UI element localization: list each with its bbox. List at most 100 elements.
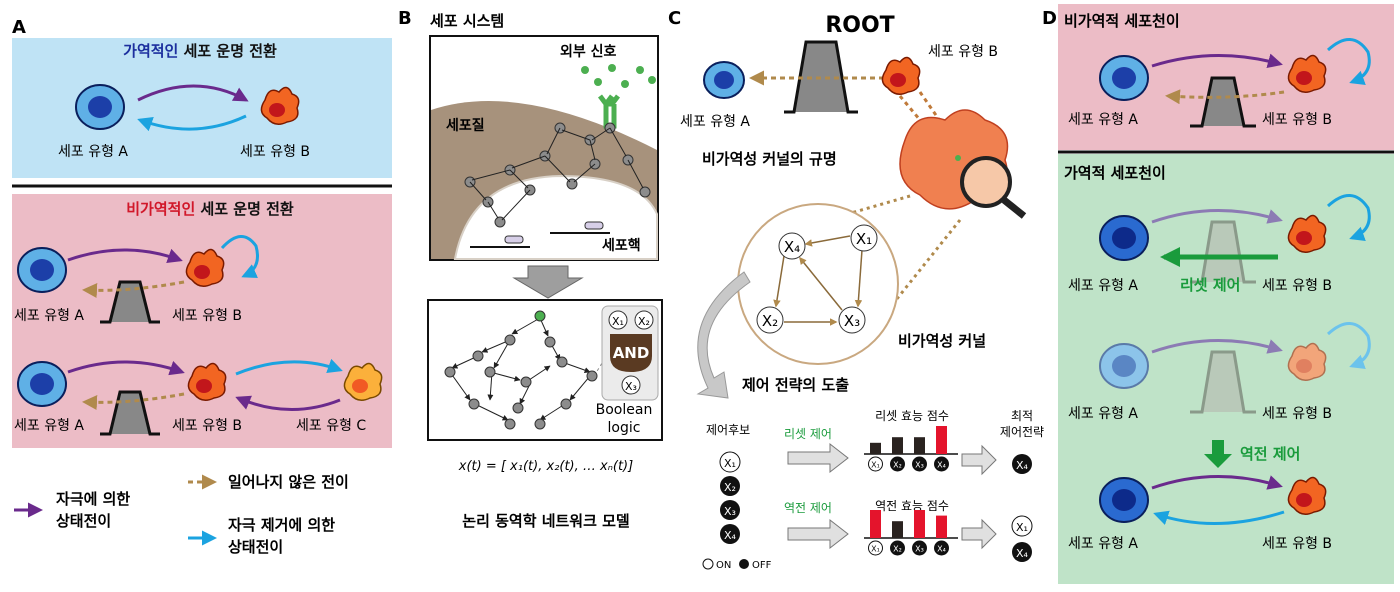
faded-cell-b-icon [1287, 342, 1327, 381]
kernel-node-x3: X₃ [838, 306, 866, 334]
cell-b-label: 세포 유형 B [1262, 536, 1332, 552]
reset-control-label: 리셋 제어 [1180, 276, 1240, 294]
legend-not-occurred-text: 일어나지 않은 전이 [228, 473, 349, 491]
tick-label: X₂ [893, 545, 902, 554]
score-bar [892, 437, 903, 454]
removal-arrow [235, 358, 343, 376]
kernel-identification-label: 비가역성 커널의 규명 [702, 150, 837, 168]
score-bar [936, 515, 947, 538]
stimulus-arrow [1151, 53, 1283, 69]
cell-c-icon [343, 362, 383, 401]
cell-b-icon [1287, 214, 1327, 253]
panel-a-reversible-title: 가역적인 세포 운명 전환 [123, 42, 277, 60]
optimal-strategy-label: 최적 [1011, 409, 1033, 423]
gate-input-x1: X₁ [608, 310, 628, 330]
curved-arrow [696, 271, 751, 399]
cell-b-icon [185, 248, 225, 287]
kernel-node-x1: X₁ [850, 224, 878, 252]
faded-stimulus-arrow [1151, 209, 1283, 224]
candidates-label: 제어후보 [706, 423, 750, 437]
cell-b-icon [187, 362, 227, 401]
and-gate [610, 334, 652, 372]
score-bar [870, 442, 881, 454]
kernel-label: 비가역성 커널 [898, 332, 986, 350]
score-bar [914, 510, 925, 538]
panel-b-letter: B [398, 8, 412, 29]
receptor-icon [598, 94, 620, 129]
faded-barrier-icon [1190, 350, 1256, 414]
loop-arrow [1326, 38, 1371, 85]
candidate-x3: X₃ [720, 500, 740, 520]
kernel-node-x2: X₂ [756, 306, 784, 334]
boolean-logic-label-2: logic [608, 420, 641, 436]
loop-arrow [220, 235, 259, 278]
faded-loop-arrow [1326, 322, 1371, 369]
tick-label: X₃ [915, 461, 924, 470]
model-title: 논리 동역학 네트워크 모델 [462, 512, 630, 530]
cell-b-icon [260, 86, 300, 125]
external-signal-label: 외부 신호 [560, 43, 617, 60]
svg-text:X₁: X₁ [1016, 521, 1028, 534]
svg-text:X₂: X₂ [762, 312, 778, 330]
cell-b-label: 세포 유형 B [1262, 406, 1332, 422]
legend-stimulus-text: 자극에 의한 [56, 490, 130, 508]
cell-b-label: 세포 유형 B [928, 44, 998, 60]
optimal-reset-x4: X₄ [1012, 454, 1032, 474]
score-bar [870, 510, 881, 538]
tick-node [934, 540, 949, 556]
cell-b-label: 세포 유형 B [1262, 112, 1332, 128]
stimulus-arrow [137, 84, 249, 102]
reverse-down-arrow [1204, 440, 1232, 468]
cell-b-label: 세포 유형 B [240, 144, 310, 160]
svg-text:X₂: X₂ [724, 481, 736, 494]
not-occurred-arrow [1165, 89, 1285, 105]
tick-label: X₃ [915, 545, 924, 554]
cell-a-label: 세포 유형 A [1068, 278, 1138, 294]
tick-node [868, 540, 883, 556]
root-label: ROOT [825, 13, 894, 38]
cell-a-label: 세포 유형 A [58, 144, 128, 160]
magnifier-icon [960, 156, 1027, 219]
cell-c-label: 세포 유형 C [296, 418, 366, 434]
tick-node [890, 456, 905, 472]
reset-score-title: 리셋 효능 점수 [875, 409, 949, 423]
candidate-x2: X₂ [720, 476, 740, 496]
score-bar [936, 426, 947, 454]
kernel-edges [773, 235, 863, 326]
signal-dots [581, 64, 656, 88]
stimulus-arrow [67, 360, 185, 376]
stimulus-arrow [1151, 475, 1283, 490]
svg-text:X₄: X₄ [1016, 547, 1029, 560]
gate-output-x3: X₃ [621, 375, 641, 395]
cell-a-label: 세포 유형 A [14, 418, 84, 434]
on-legend-icon [702, 558, 714, 570]
cell-a-label: 세포 유형 A [1068, 406, 1138, 422]
faded-stimulus-arrow [1151, 339, 1283, 354]
cell-b-icon [1287, 476, 1327, 515]
reverse-arrow [787, 518, 849, 550]
panel-a-letter: A [12, 17, 26, 38]
reset-arrow [787, 442, 849, 474]
cell-a-label: 세포 유형 A [1068, 536, 1138, 552]
removal-arrow [1153, 510, 1285, 525]
legend-removal-text-2: 상태전이 [228, 538, 283, 556]
tick-node [934, 456, 949, 472]
cell-a-icon [17, 247, 67, 293]
panel-a-irreversible-box [12, 194, 392, 448]
cell-a-icon [703, 61, 745, 99]
cell-a-icon [17, 361, 67, 407]
cytoplasm-label: 세포질 [446, 118, 485, 134]
reverse-score-title: 역전 효능 점수 [875, 499, 949, 513]
panel-d-reversible-title: 가역적 세포천이 [1064, 164, 1166, 182]
svg-text:X₁: X₁ [856, 230, 872, 248]
tick-node [912, 540, 927, 556]
svg-text:X₄: X₄ [724, 529, 737, 542]
kernel-node-x4: X₄ [778, 232, 806, 260]
reset-result-arrow [961, 444, 997, 476]
cell-b-label: 세포 유형 B [1262, 278, 1332, 294]
panel-c-letter: C [668, 8, 681, 29]
faded-barrier-icon [1190, 220, 1256, 284]
and-label: AND [613, 344, 650, 362]
